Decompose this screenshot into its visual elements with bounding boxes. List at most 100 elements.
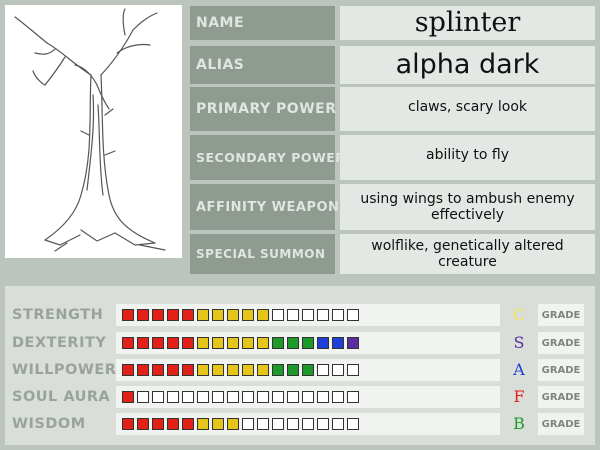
stat-cell-empty <box>257 418 269 430</box>
stat-grade-letter: S <box>513 333 525 352</box>
stat-cell-empty <box>317 418 329 430</box>
stat-cell-empty <box>152 391 164 403</box>
name-label: Name <box>190 6 335 40</box>
stat-cell-filled <box>242 337 254 349</box>
stat-cell-filled <box>122 309 134 321</box>
stat-cell-filled <box>287 364 299 376</box>
stat-cell-empty <box>347 418 359 430</box>
stat-cell-filled <box>122 364 134 376</box>
stat-cell-filled <box>227 337 239 349</box>
secondary-power-value: ability to fly <box>340 135 595 180</box>
stat-name: Dexterity <box>12 335 107 351</box>
stat-grade-letter: A <box>513 360 525 379</box>
stat-cell-filled <box>197 418 209 430</box>
stat-cell-filled <box>137 337 149 349</box>
stat-cell-filled <box>167 337 179 349</box>
stat-cell-filled <box>167 309 179 321</box>
stat-cell-empty <box>227 391 239 403</box>
stat-cell-empty <box>287 418 299 430</box>
stat-cell-empty <box>302 418 314 430</box>
stat-cell-filled <box>182 337 194 349</box>
alias-value: alpha dark <box>340 46 595 84</box>
stat-cell-empty <box>167 391 179 403</box>
stat-cell-empty <box>272 418 284 430</box>
stat-cell-filled <box>167 418 179 430</box>
stat-cell-filled <box>212 418 224 430</box>
stat-cell-filled <box>197 309 209 321</box>
stat-cell-filled <box>272 337 284 349</box>
stat-meter <box>116 413 500 435</box>
stat-meter <box>116 359 500 381</box>
stat-cell-empty <box>287 309 299 321</box>
stat-cell-filled <box>212 364 224 376</box>
stat-cell-filled <box>137 364 149 376</box>
stat-cell-filled <box>182 418 194 430</box>
stat-cell-filled <box>122 391 134 403</box>
stat-cell-filled <box>257 337 269 349</box>
stat-cell-filled <box>227 418 239 430</box>
primary-power-label: Primary Power <box>190 87 336 131</box>
stat-cell-empty <box>317 309 329 321</box>
stat-grade-label: GRADE <box>538 359 584 381</box>
stat-cell-filled <box>137 418 149 430</box>
stat-cell-filled <box>257 309 269 321</box>
stat-cell-empty <box>257 391 269 403</box>
stat-grade-label: GRADE <box>538 304 584 326</box>
stat-cell-empty <box>242 391 254 403</box>
stat-cell-empty <box>137 391 149 403</box>
stat-cell-empty <box>347 391 359 403</box>
stat-cell-empty <box>302 391 314 403</box>
primary-power-value: claws, scary look <box>340 87 595 131</box>
stat-grade-label: GRADE <box>538 413 584 435</box>
stat-cell-filled <box>152 309 164 321</box>
stat-name: Willpower <box>12 362 117 378</box>
special-summon-label: Special Summon <box>190 234 335 274</box>
stat-cell-empty <box>272 391 284 403</box>
stat-cell-filled <box>227 309 239 321</box>
stat-grade-letter: F <box>513 387 525 406</box>
stat-cell-filled <box>197 364 209 376</box>
stat-cell-filled <box>227 364 239 376</box>
stat-cell-empty <box>332 309 344 321</box>
stat-cell-empty <box>332 364 344 376</box>
stat-cell-empty <box>317 391 329 403</box>
stat-cell-empty <box>182 391 194 403</box>
stat-cell-empty <box>332 418 344 430</box>
stat-grade-letter: C <box>512 305 526 324</box>
stat-cell-filled <box>137 309 149 321</box>
secondary-power-label: Secondary Power <box>190 135 345 180</box>
stat-cell-filled <box>167 364 179 376</box>
stat-cell-empty <box>212 391 224 403</box>
stat-cell-filled <box>302 364 314 376</box>
affinity-weapon-value: using wings to ambush enemy effectively <box>340 184 595 230</box>
tree-sketch-icon <box>14 8 166 252</box>
stat-cell-empty <box>332 391 344 403</box>
stat-meter <box>116 386 500 408</box>
stat-cell-filled <box>152 418 164 430</box>
stat-cell-filled <box>347 337 359 349</box>
stat-name: Wisdom <box>12 416 86 432</box>
stat-cell-filled <box>302 337 314 349</box>
stat-cell-filled <box>122 337 134 349</box>
stat-meter <box>116 332 500 354</box>
stat-cell-filled <box>287 337 299 349</box>
name-value: splinter <box>340 6 595 40</box>
stat-cell-filled <box>152 337 164 349</box>
stat-cell-filled <box>182 364 194 376</box>
stat-cell-empty <box>302 309 314 321</box>
stat-cell-filled <box>332 337 344 349</box>
stat-name: Strength <box>12 307 104 323</box>
character-portrait <box>5 5 182 258</box>
stat-cell-empty <box>197 391 209 403</box>
stat-cell-empty <box>347 309 359 321</box>
stat-cell-filled <box>242 309 254 321</box>
stat-cell-filled <box>212 309 224 321</box>
stat-cell-empty <box>242 418 254 430</box>
stat-cell-filled <box>122 418 134 430</box>
stat-cell-empty <box>347 364 359 376</box>
stat-grade-label: GRADE <box>538 386 584 408</box>
stat-cell-filled <box>257 364 269 376</box>
stat-grade-label: GRADE <box>538 332 584 354</box>
stat-cell-filled <box>317 337 329 349</box>
